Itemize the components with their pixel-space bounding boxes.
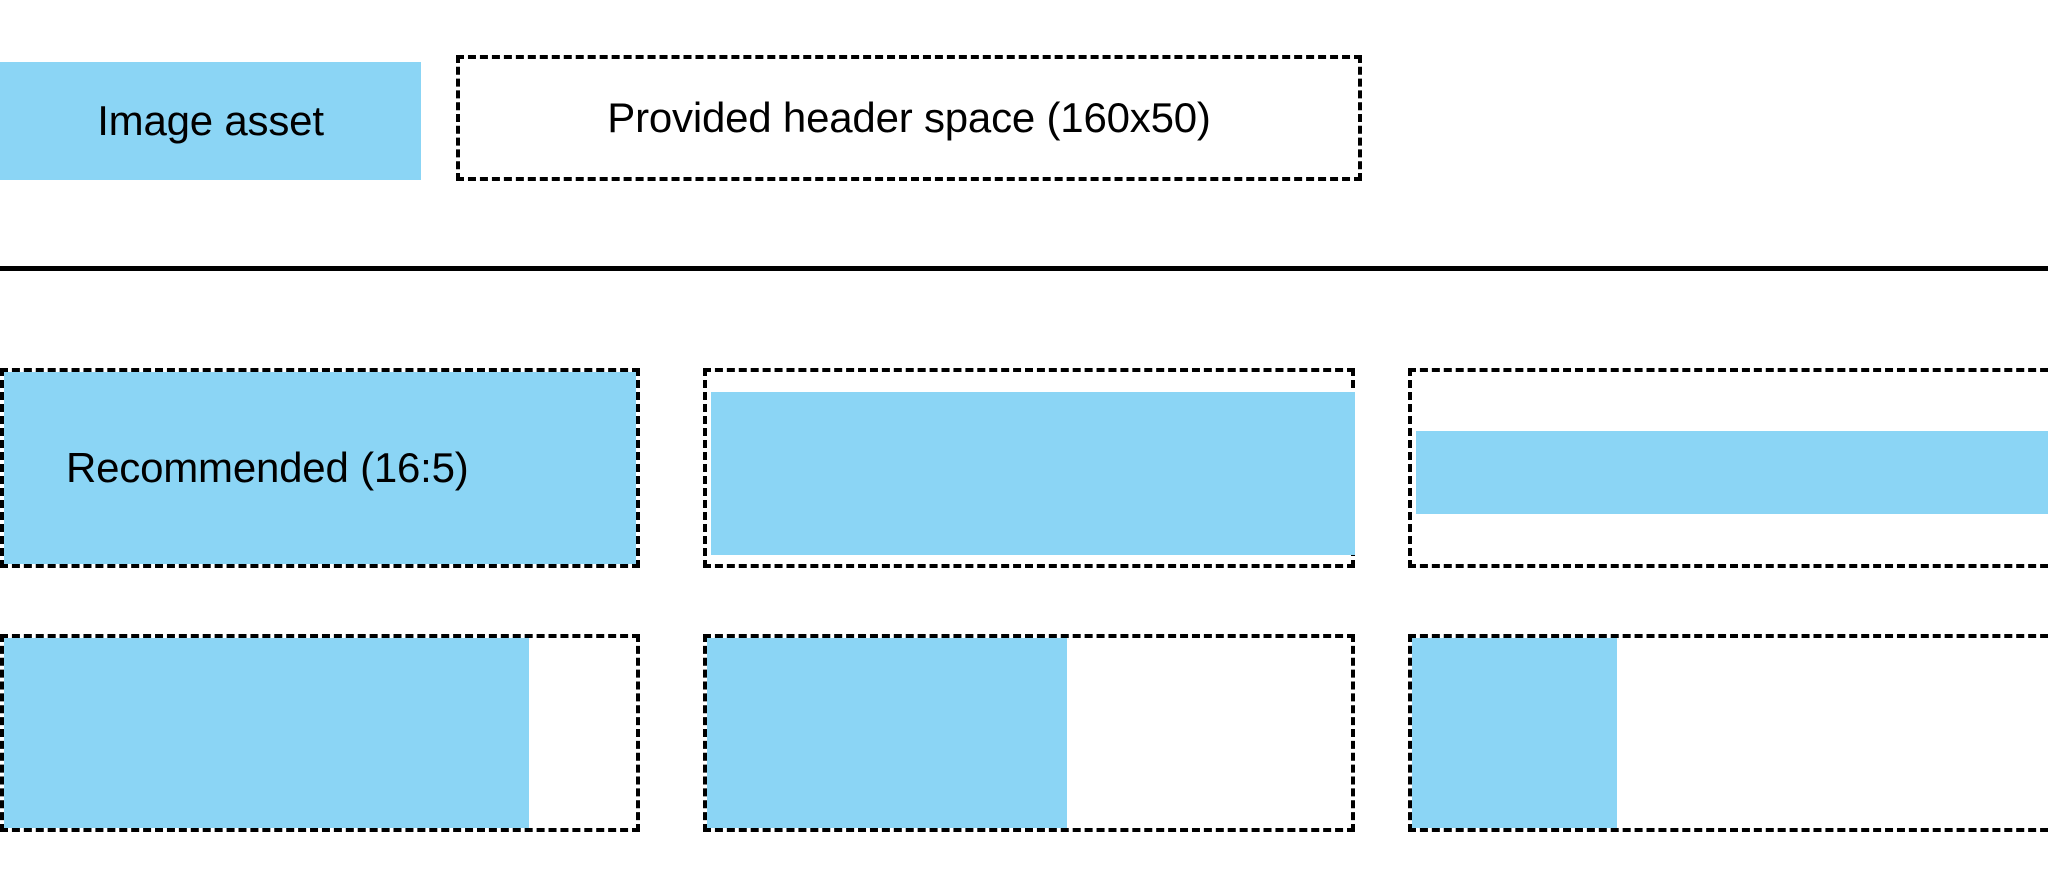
provided-header-space-label: Provided header space (160x50) [607, 94, 1211, 141]
width-example-box-2 [703, 634, 1355, 832]
width-example-box-3 [1408, 634, 2048, 832]
provided-header-space-label-wrap: Provided header space (160x50) [460, 59, 1358, 177]
ratio-example-box-2 [703, 368, 1355, 568]
section-divider [0, 266, 2048, 271]
width-example-fill-1 [4, 638, 529, 828]
provided-header-space-box: Provided header space (160x50) [456, 55, 1362, 181]
ratio-example-box-1: Recommended (16:5) [0, 368, 640, 568]
ratio-example-box-3 [1408, 368, 2048, 568]
recommended-ratio-label: Recommended (16:5) [66, 444, 469, 491]
ratio-example-fill-3 [1416, 431, 2048, 514]
width-example-box-1 [0, 634, 640, 832]
ratio-example-fill-2 [711, 392, 1355, 555]
recommended-label-wrap: Recommended (16:5) [4, 372, 636, 564]
image-asset-label-wrap: Image asset [0, 62, 421, 180]
image-asset-label: Image asset [97, 97, 324, 144]
image-asset-swatch: Image asset [0, 62, 421, 180]
ratio-example-fill-1: Recommended (16:5) [4, 372, 636, 564]
width-example-fill-2 [707, 638, 1067, 828]
width-example-fill-3 [1412, 638, 1617, 828]
